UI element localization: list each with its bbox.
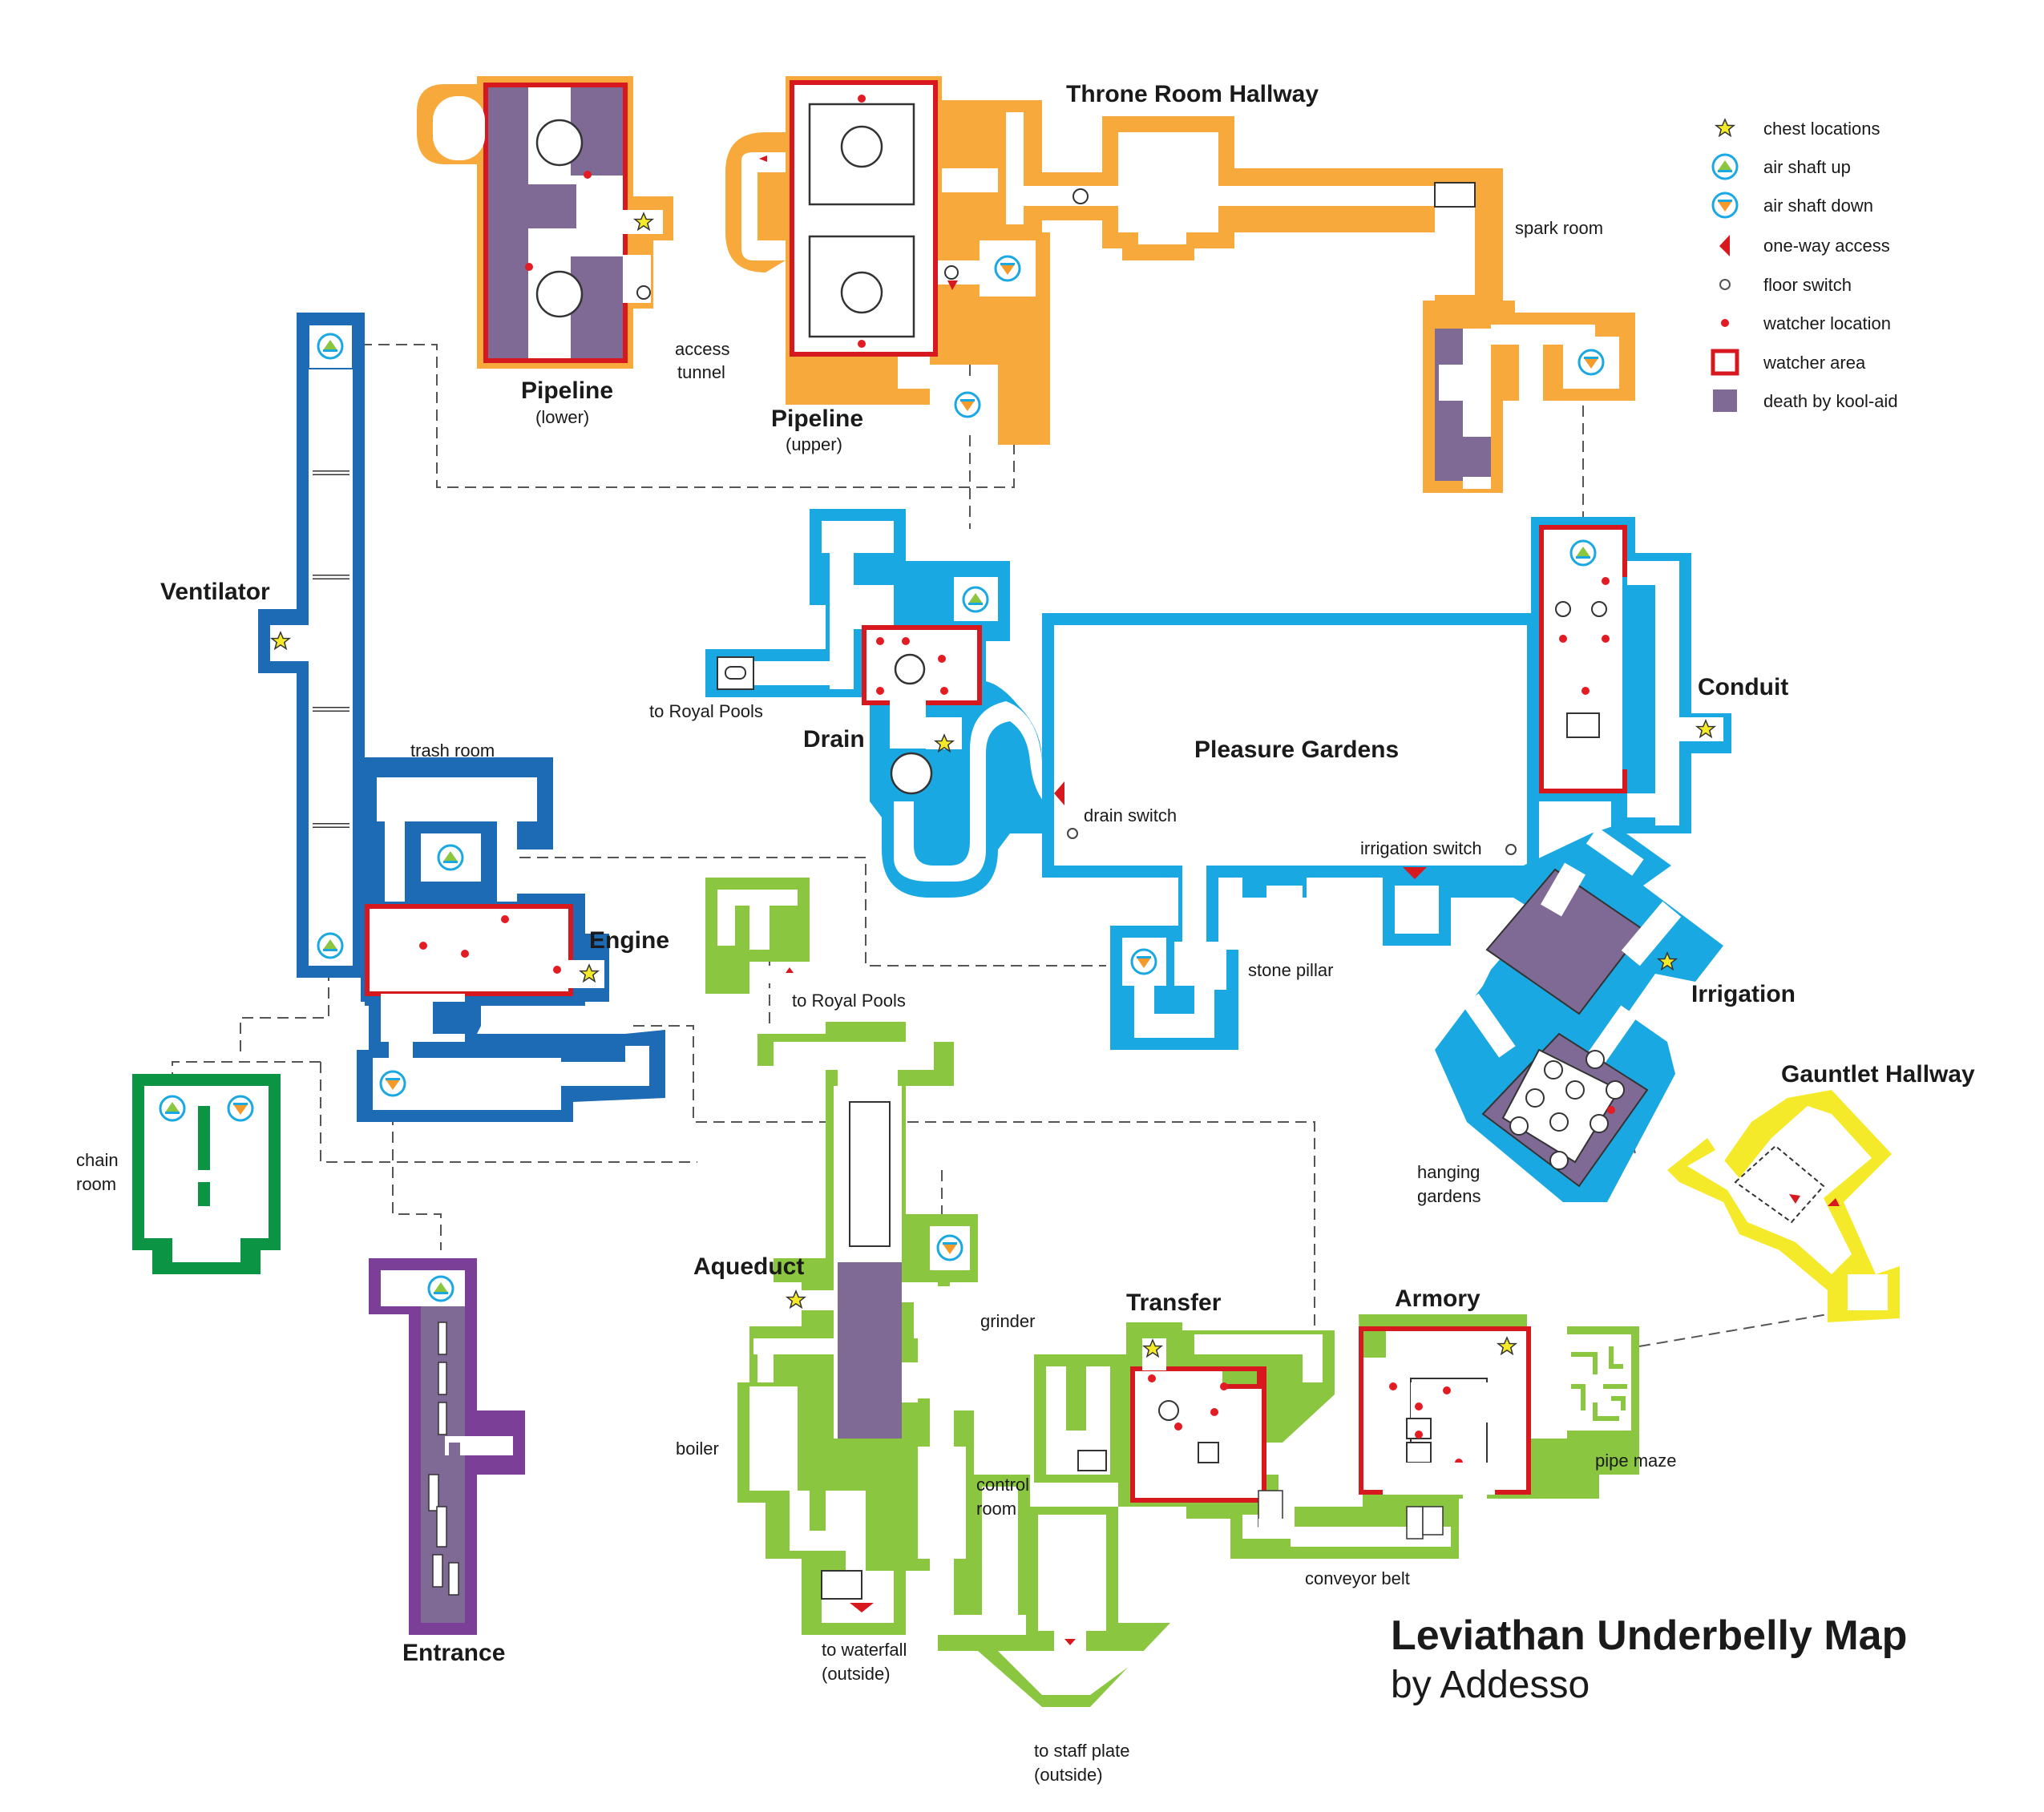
label-drain-switch: drain switch	[1084, 805, 1177, 825]
label-control-room: room	[976, 1499, 1016, 1519]
label-access: access	[675, 339, 729, 359]
region-pleasure-gardens	[1042, 613, 1539, 1050]
legend-label-7: death by kool-aid	[1763, 391, 1898, 411]
label-to-royal-pools-aqueduct: to Royal Pools	[792, 991, 906, 1011]
region-drain	[705, 509, 1058, 898]
region-labels: Throne Room Hallway Pipeline (lower) Pip…	[160, 81, 1975, 1666]
label-pipe-maze: pipe maze	[1595, 1451, 1677, 1471]
label-to-staff-plate-sub: (outside)	[1034, 1765, 1103, 1785]
label-to-staff-plate: to staff plate	[1034, 1741, 1129, 1761]
label-to-waterfall: to waterfall	[822, 1640, 907, 1660]
legend-label-0: chest locations	[1763, 119, 1880, 139]
label-boiler: boiler	[676, 1439, 719, 1459]
label-pipeline-lower: Pipeline	[521, 377, 613, 404]
label-hanging: hanging	[1417, 1162, 1480, 1182]
region-ventilator	[258, 313, 585, 1006]
region-throne-room-hallway	[998, 100, 1635, 493]
label-chain: chain	[76, 1150, 119, 1170]
watcher-dot-icon	[1721, 319, 1729, 327]
region-conduit	[1531, 517, 1731, 833]
watcher-area-icon	[1711, 349, 1739, 376]
label-conduit: Conduit	[1698, 674, 1788, 700]
label-transfer: Transfer	[1126, 1289, 1222, 1316]
label-pleasure-gardens: Pleasure Gardens	[1194, 737, 1399, 763]
label-pipeline-upper-sub: (upper)	[786, 434, 842, 454]
legend-label-2: air shaft down	[1763, 196, 1873, 216]
label-gauntlet-hallway: Gauntlet Hallway	[1781, 1061, 1975, 1088]
label-irrigation-switch: irrigation switch	[1360, 838, 1482, 858]
label-aqueduct: Aqueduct	[693, 1253, 804, 1280]
region-irrigation	[1435, 825, 1723, 1202]
region-pipeline-lower	[417, 76, 673, 369]
label-stone-pillar: stone pillar	[1248, 960, 1333, 980]
kool-aid-icon	[1713, 389, 1737, 412]
label-conveyor-belt: conveyor belt	[1305, 1568, 1410, 1588]
floor-switch-icon	[1719, 279, 1731, 290]
label-drain: Drain	[803, 726, 865, 753]
region-aqueduct	[705, 878, 1170, 1707]
region-chain-room	[132, 1074, 281, 1274]
one-way-arrow-icon	[1719, 235, 1730, 256]
map-title-block: Leviathan Underbelly Map by Addesso	[1391, 1612, 1907, 1706]
map-subtitle: by Addesso	[1391, 1664, 1590, 1706]
legend-label-3: one-way access	[1763, 236, 1890, 256]
label-irrigation: Irrigation	[1691, 981, 1796, 1007]
air-shaft-down-icon	[1711, 192, 1739, 219]
label-entrance: Entrance	[402, 1640, 505, 1666]
label-spark-room: spark room	[1515, 218, 1603, 238]
label-room: room	[76, 1174, 116, 1194]
map-title: Leviathan Underbelly Map	[1391, 1612, 1907, 1659]
star-icon	[1715, 119, 1735, 137]
label-to-royal-pools-drain: to Royal Pools	[649, 701, 763, 721]
room-labels: spark room access tunnel to Royal Pools …	[76, 218, 1677, 1785]
label-tunnel: tunnel	[677, 362, 725, 382]
label-armory: Armory	[1395, 1285, 1480, 1312]
legend-label-5: watcher location	[1763, 313, 1891, 333]
label-grinder: grinder	[980, 1311, 1035, 1331]
legend: chest locations air shaft up air shaft d…	[1711, 119, 1898, 412]
label-ventilator: Ventilator	[160, 579, 270, 605]
label-engine: Engine	[589, 927, 669, 954]
region-engine	[357, 902, 665, 1122]
region-pipeline-upper	[725, 76, 1050, 445]
legend-label-6: watcher area	[1763, 353, 1866, 373]
label-control: control	[976, 1475, 1029, 1495]
region-armory	[1359, 1326, 1631, 1536]
label-throne-room-hallway: Throne Room Hallway	[1066, 81, 1319, 107]
label-pipeline-lower-sub: (lower)	[535, 407, 589, 427]
legend-label-4: floor switch	[1763, 275, 1852, 295]
legend-label-1: air shaft up	[1763, 157, 1851, 177]
label-trash-room: trash room	[410, 741, 495, 761]
label-gardens: gardens	[1417, 1186, 1481, 1206]
label-to-waterfall-sub: (outside)	[822, 1664, 891, 1684]
air-shaft-up-icon	[1711, 153, 1739, 180]
label-pipeline-upper: Pipeline	[771, 406, 863, 432]
region-gauntlet-hallway	[1667, 1090, 1900, 1322]
region-entrance	[369, 1258, 525, 1635]
